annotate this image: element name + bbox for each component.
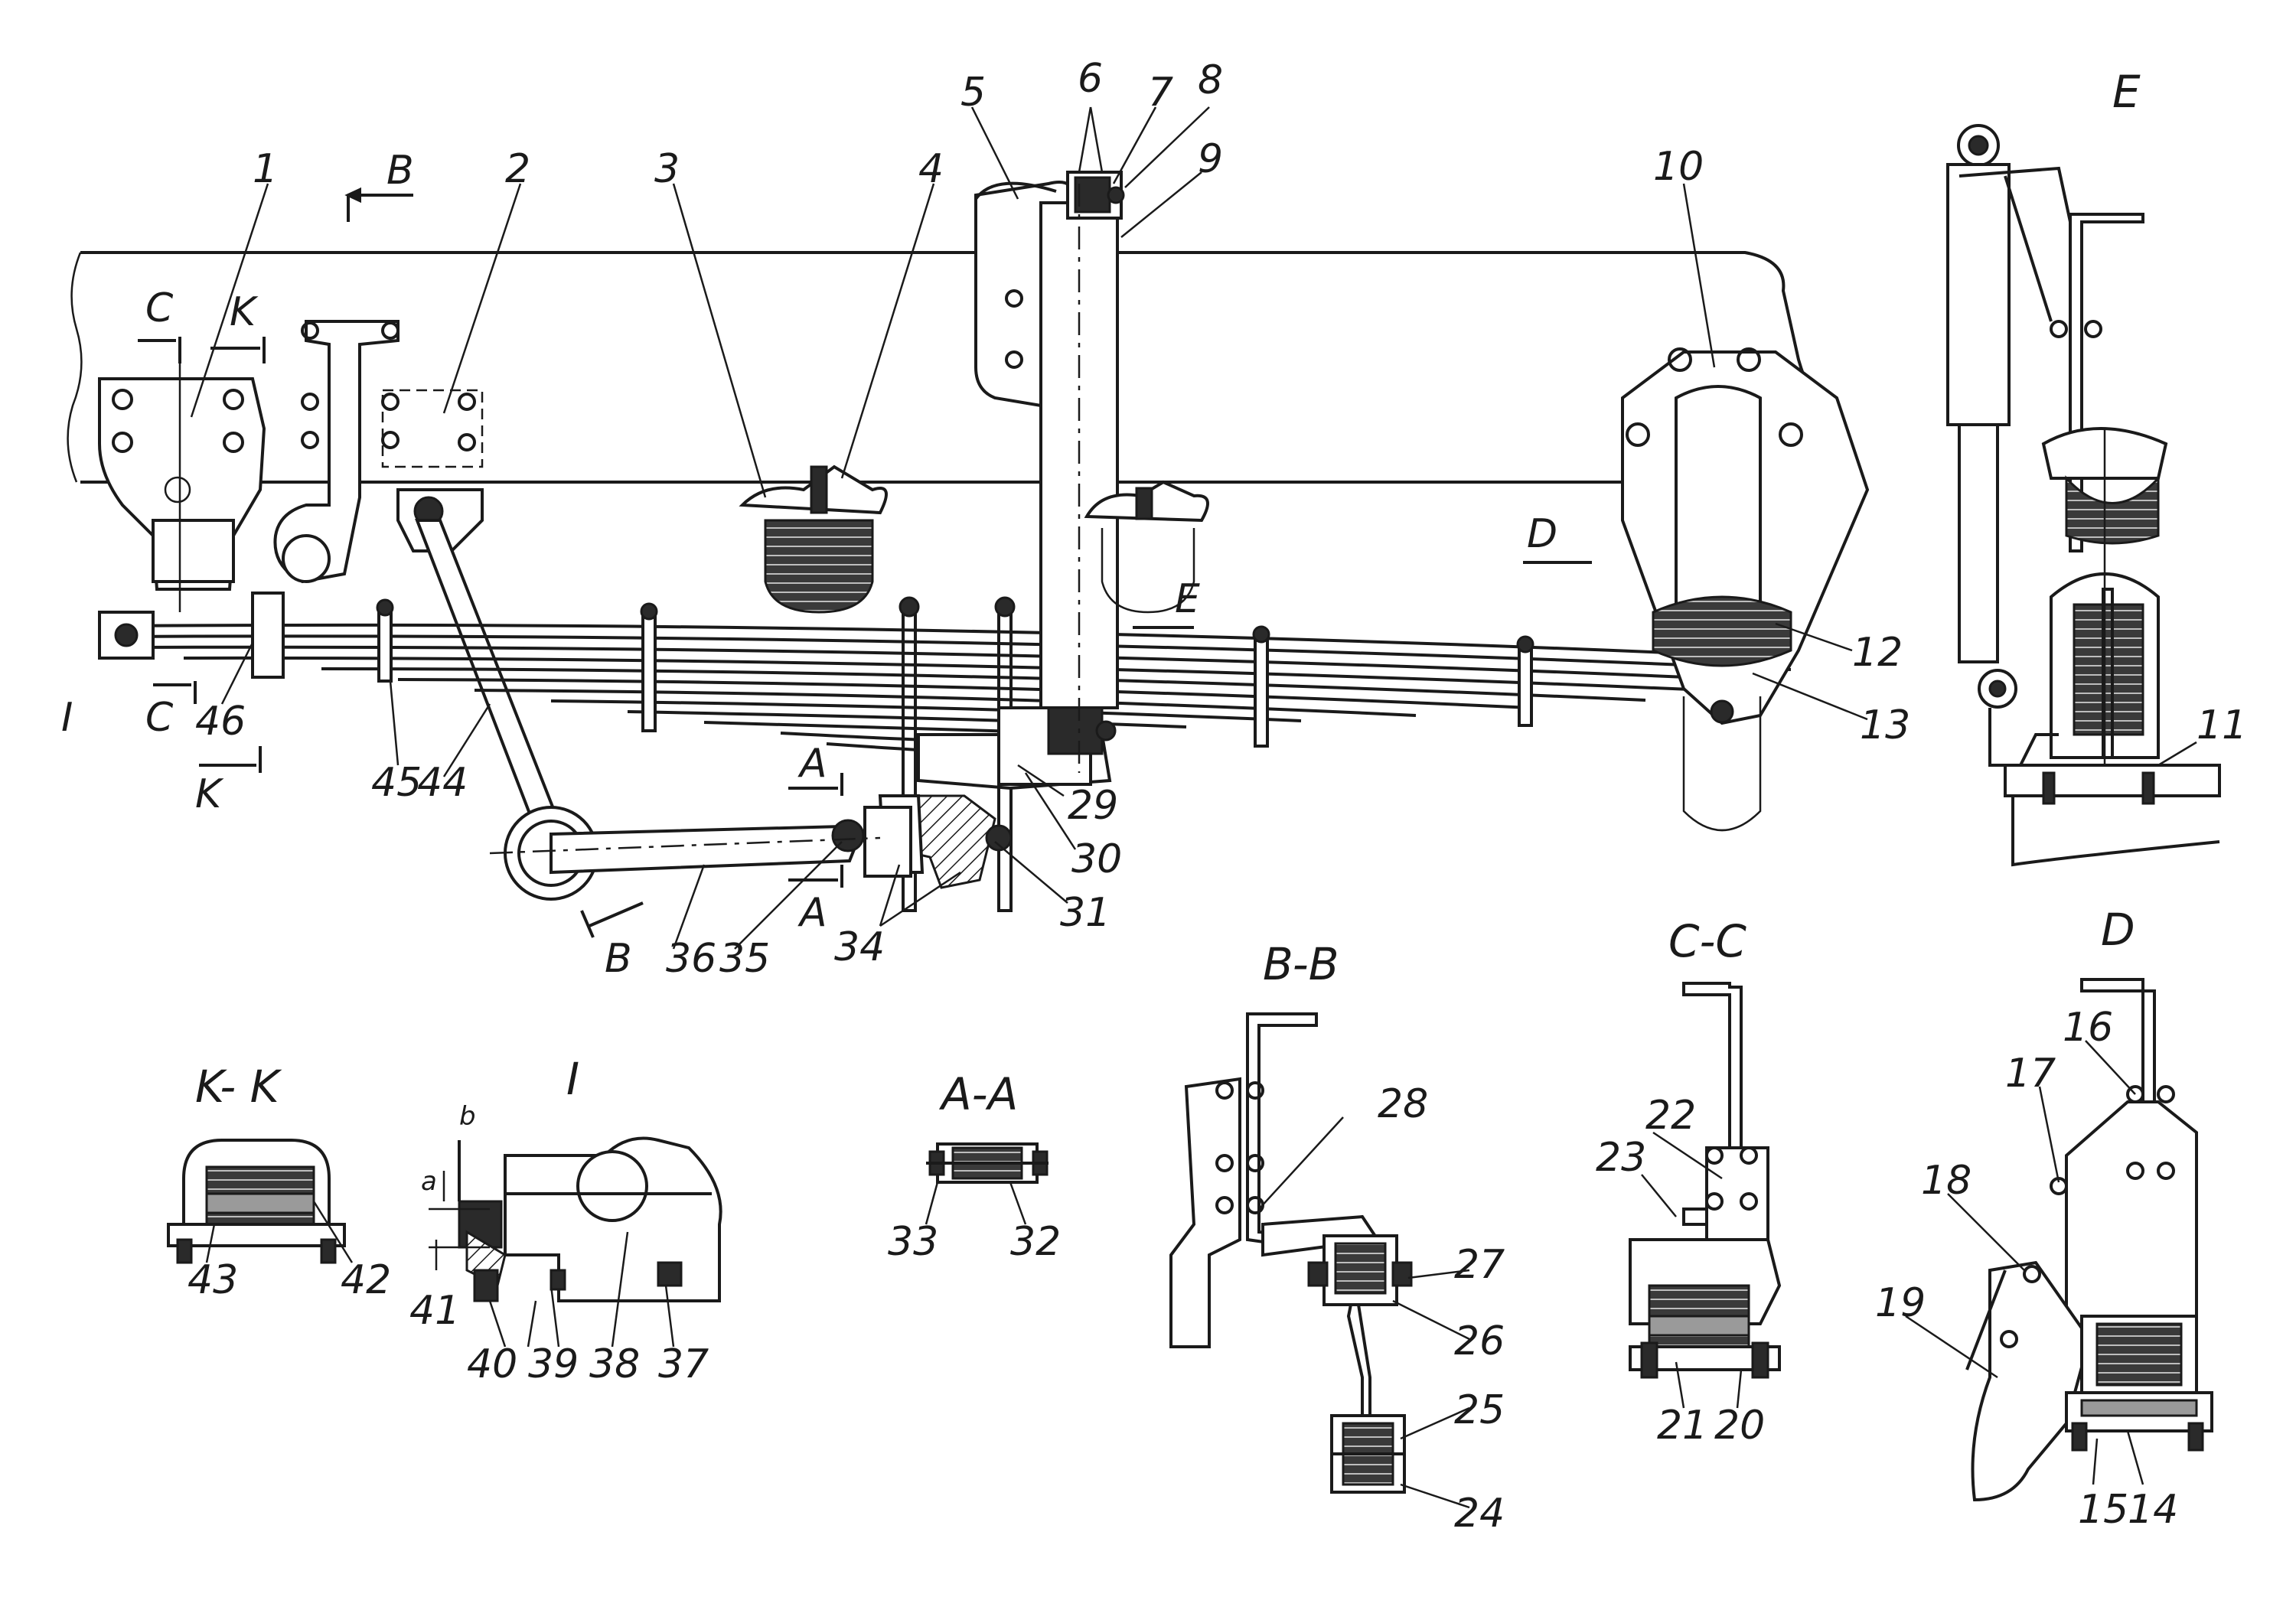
label-11: 11 (2197, 702, 2247, 748)
label-14: 14 (2128, 1487, 2178, 1533)
label-26: 26 (1454, 1318, 1505, 1364)
label-23: 23 (1596, 1135, 1646, 1181)
title-view-d: D (2101, 904, 2135, 956)
title-section-cc: C-C (1668, 915, 1746, 967)
label-40: 40 (467, 1341, 517, 1387)
label-39: 39 (528, 1341, 579, 1387)
title-section-bb: B-B (1263, 938, 1339, 990)
front-spring-bracket (98, 360, 266, 612)
label-10: 10 (1653, 144, 1704, 190)
title-section-aa: A-A (938, 1068, 1018, 1120)
label-12: 12 (1852, 630, 1903, 676)
label-4: 4 (918, 146, 944, 192)
label-7: 7 (1148, 70, 1173, 116)
label-37: 37 (658, 1341, 709, 1387)
mark-d: D (1527, 511, 1557, 557)
label-1: 1 (253, 146, 278, 192)
label-24: 24 (1454, 1491, 1505, 1537)
mark-a-top: A (797, 741, 827, 787)
label-13: 13 (1860, 702, 1910, 748)
section-bb (1169, 1012, 1470, 1509)
label-16: 16 (2063, 1005, 2113, 1051)
view-titles: E D B-B C-C A-A K- K I (195, 66, 2141, 1120)
label-32: 32 (1010, 1219, 1061, 1265)
label-3: 3 (654, 146, 680, 192)
mark-e: E (1175, 576, 1200, 622)
label-15: 15 (2078, 1487, 2128, 1533)
leaf-spring (98, 592, 1792, 755)
label-17: 17 (2005, 1051, 2056, 1097)
section-markers (138, 187, 1592, 938)
mark-k-top: K (230, 289, 259, 335)
title-section-kk: K- K (195, 1061, 282, 1113)
mark-k-bottom: K (195, 771, 224, 817)
leader-lines (190, 106, 1868, 950)
dim-a: a (421, 1166, 437, 1197)
title-view-e: E (2112, 66, 2141, 118)
mark-c-top: C (145, 285, 174, 331)
mark-b-top: B (386, 148, 414, 194)
label-31: 31 (1060, 890, 1110, 936)
bump-stop-front (739, 464, 888, 614)
shock-absorber (974, 171, 1125, 773)
label-29: 29 (1068, 783, 1118, 829)
view-d (1905, 978, 2213, 1502)
label-38: 38 (589, 1341, 640, 1387)
section-kk (167, 1139, 354, 1264)
rear-spring-bracket (1621, 347, 1870, 832)
label-35: 35 (719, 936, 770, 982)
detail-one (429, 1136, 722, 1348)
label-18: 18 (1921, 1158, 1971, 1204)
label-21: 21 (1657, 1403, 1707, 1449)
label-25: 25 (1454, 1387, 1505, 1433)
label-45: 45 (371, 760, 422, 806)
label-2: 2 (505, 146, 530, 192)
stabilizer-bracket (273, 320, 484, 584)
label-8: 8 (1198, 57, 1223, 103)
label-9: 9 (1198, 136, 1223, 182)
label-19: 19 (1875, 1280, 1926, 1326)
mark-roman-one: I (61, 695, 73, 741)
part-numbers: 1 2 3 4 5 6 7 8 9 10 11 12 13 14 15 16 1… (188, 56, 2247, 1537)
label-46: 46 (195, 699, 246, 745)
section-letters: B C K C K I A A B D E a b (61, 148, 1557, 1197)
section-cc (1629, 982, 1782, 1409)
section-aa (925, 1142, 1049, 1225)
dim-b: b (459, 1101, 476, 1132)
label-27: 27 (1454, 1242, 1505, 1288)
main-view (67, 106, 1870, 950)
label-30: 30 (1071, 836, 1122, 882)
label-22: 22 (1645, 1093, 1696, 1139)
mark-a-bottom: A (797, 890, 827, 936)
label-28: 28 (1378, 1081, 1428, 1127)
title-detail-one: I (566, 1053, 579, 1105)
mark-c-bottom: C (145, 695, 174, 741)
reaction-rod (489, 806, 912, 901)
label-41: 41 (409, 1288, 460, 1334)
label-36: 36 (666, 936, 716, 982)
label-34: 34 (834, 924, 885, 970)
label-42: 42 (341, 1257, 391, 1303)
mark-b-bottom: B (605, 936, 632, 982)
label-20: 20 (1714, 1403, 1765, 1449)
label-44: 44 (417, 760, 468, 806)
label-5: 5 (960, 70, 986, 116)
label-33: 33 (888, 1219, 938, 1265)
bump-stop-rear (1084, 480, 1209, 614)
label-6: 6 (1078, 56, 1103, 102)
view-e (1946, 124, 2221, 867)
label-43: 43 (188, 1257, 238, 1303)
